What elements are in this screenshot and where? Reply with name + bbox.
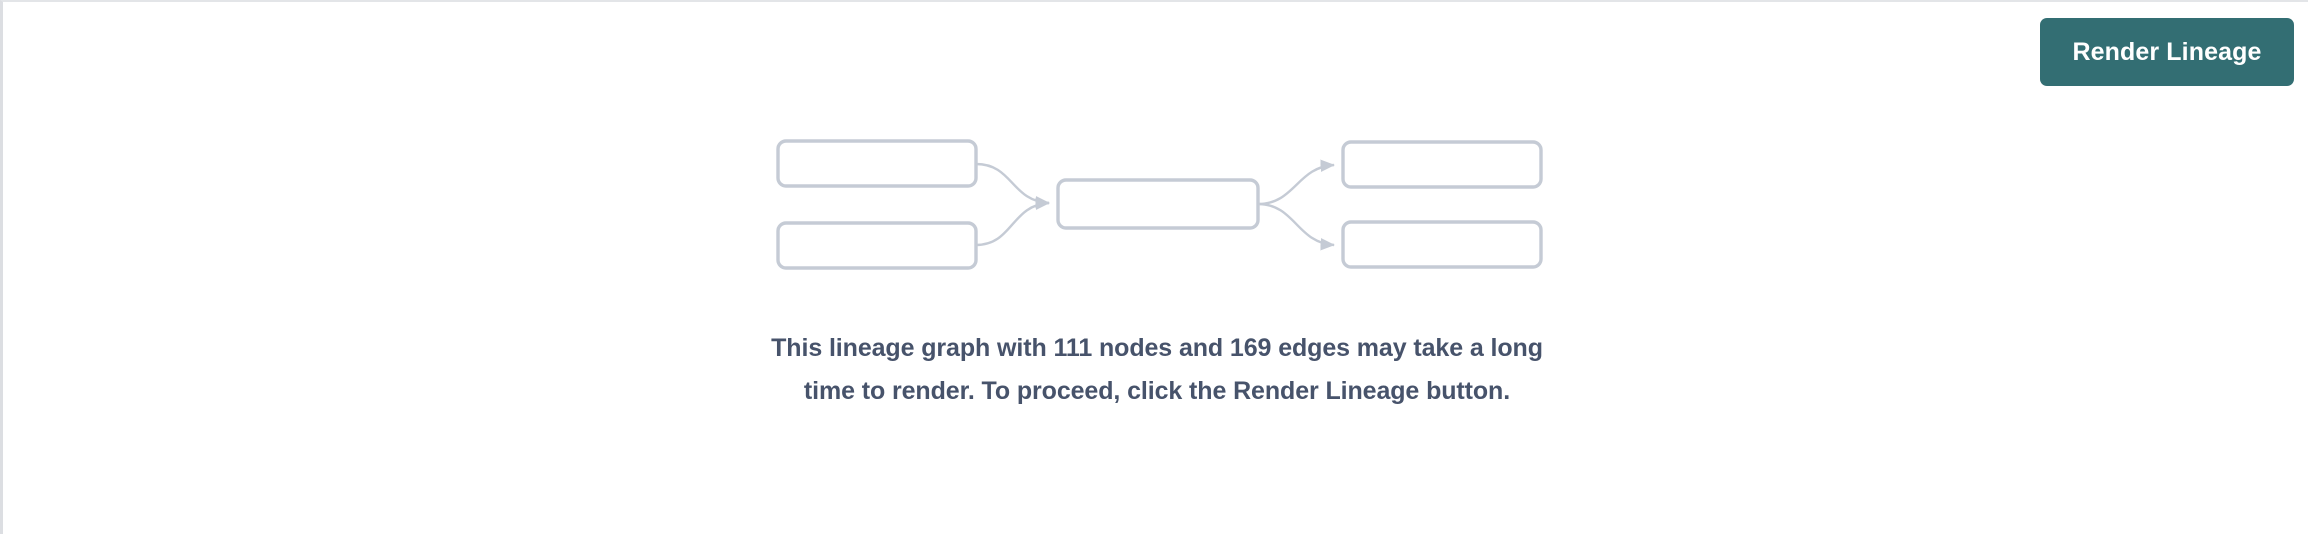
edge-left-top-to-center <box>975 162 1050 209</box>
toolbar: Render Lineage <box>3 2 2308 104</box>
graph-node-left-bottom <box>776 221 978 270</box>
render-lineage-button[interactable]: Render Lineage <box>2040 18 2294 86</box>
graph-node-center <box>1056 178 1260 230</box>
graph-node-right-top <box>1341 140 1543 189</box>
graph-node-left-top <box>776 139 978 188</box>
edge-left-bottom-to-center <box>975 197 1050 247</box>
graph-node-right-bottom <box>1341 220 1543 269</box>
edge-center-to-right-top <box>1257 159 1335 206</box>
lineage-warning-message: This lineage graph with 111 nodes and 16… <box>771 334 1543 405</box>
edge-center-to-right-bottom <box>1257 202 1335 251</box>
